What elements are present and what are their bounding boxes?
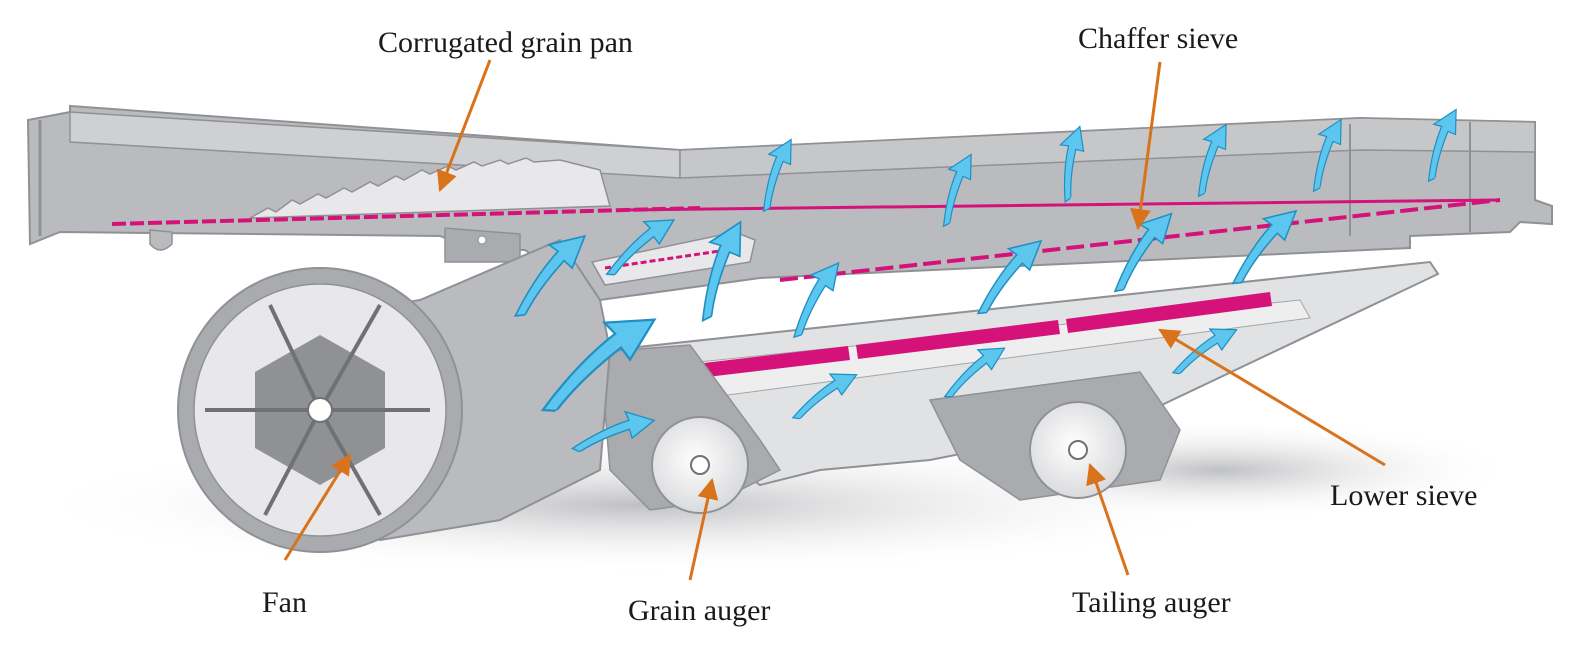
auger-icon — [1029, 401, 1127, 499]
leader-lower-sieve — [1158, 328, 1386, 467]
corrugated-grain-pan — [249, 157, 611, 219]
label-chaffer-sieve: Chaffer sieve — [1078, 22, 1238, 55]
chaffer-sieve-lower — [779, 198, 1501, 282]
label-tailing-auger: Tailing auger — [1072, 586, 1231, 619]
pan-sieve-strip — [111, 206, 701, 226]
label-grain-auger: Grain auger — [628, 594, 770, 627]
feeder-pan — [590, 231, 756, 286]
label-fan: Fan — [262, 586, 307, 619]
label-lower-sieve: Lower sieve — [1330, 479, 1477, 512]
mount-bolt — [477, 235, 487, 245]
mount-lug — [444, 227, 521, 263]
lower-sieve-bar — [856, 320, 1060, 359]
leader-corrugated-grain-pan — [436, 59, 492, 192]
leader-tailing-auger — [1086, 463, 1130, 576]
auger-icon — [651, 416, 749, 514]
leader-chaffer-sieve — [1130, 61, 1162, 231]
leader-fan — [283, 453, 352, 561]
mount-lug — [149, 229, 173, 251]
leader-grain-auger — [688, 477, 719, 581]
lower-sieve-bar — [1066, 292, 1272, 333]
label-corrugated-grain-pan: Corrugated grain pan — [378, 26, 633, 59]
leader-lines — [283, 59, 1386, 581]
fan-icon — [177, 267, 463, 553]
